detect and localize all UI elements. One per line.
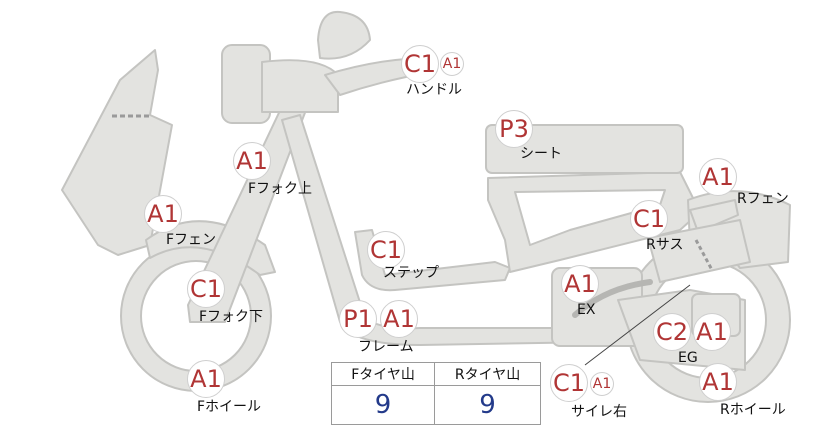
front-tire-header: Fタイヤ山 [330, 362, 436, 386]
badge-ffork-lower: C1 [187, 270, 225, 308]
label-seat: シート [520, 146, 562, 162]
label-ex: EX [577, 302, 596, 318]
badge-handle-1: C1 [401, 45, 439, 83]
seat-shape [485, 124, 684, 174]
label-ffork-lower: Fフォク下 [199, 309, 264, 325]
muffler-leader-line [584, 284, 691, 366]
label-eg: EG [678, 350, 698, 366]
shock-box-shape [647, 219, 751, 283]
rear-tire-value: 9 [434, 385, 541, 425]
label-handle: ハンドル [406, 82, 462, 98]
badge-eg-2: A1 [693, 313, 731, 351]
label-fwheel: Fホイール [197, 399, 262, 415]
label-rfender: Rフェン [737, 191, 789, 207]
windscreen-shape [61, 49, 173, 256]
label-rsus: Rサス [646, 237, 684, 253]
badge-frame-2: A1 [380, 300, 418, 338]
badge-rwheel: A1 [699, 363, 737, 401]
front-tire-value: 9 [330, 385, 436, 425]
step-shape [354, 229, 511, 292]
badge-handle-2: A1 [440, 52, 464, 76]
mirror-shape [317, 10, 371, 60]
handle-post-shape [261, 59, 339, 113]
label-frame: フレーム [358, 339, 414, 355]
badge-muffler-right-1: C1 [550, 364, 588, 402]
rear-suspension-top [689, 199, 739, 233]
badge-ffender: A1 [144, 195, 182, 233]
badge-rsus: C1 [630, 200, 668, 238]
badge-ex: A1 [561, 265, 599, 303]
label-ffender: Fフェン [166, 232, 217, 248]
badge-muffler-right-2: A1 [590, 372, 614, 396]
badge-ffork-upper: A1 [233, 142, 271, 180]
shock-seam [694, 239, 714, 271]
label-ffork-upper: Fフォク上 [248, 181, 313, 197]
badge-eg-1: C2 [653, 313, 691, 351]
rear-frame-hole [514, 189, 666, 246]
tire-tread-table: Fタイヤ山 Rタイヤ山 9 9 [330, 362, 541, 425]
badge-rfender: A1 [699, 158, 737, 196]
badge-fwheel: A1 [187, 360, 225, 398]
badge-seat: P3 [495, 110, 533, 148]
label-rwheel: Rホイール [720, 402, 786, 418]
badge-step: C1 [367, 231, 405, 269]
exhaust-pipe [572, 279, 653, 318]
label-muffler-right: サイレ右 [571, 404, 627, 420]
rear-tire-header: Rタイヤ山 [434, 362, 541, 386]
badge-frame-1: P1 [339, 300, 377, 338]
label-step: ステップ [383, 265, 439, 281]
